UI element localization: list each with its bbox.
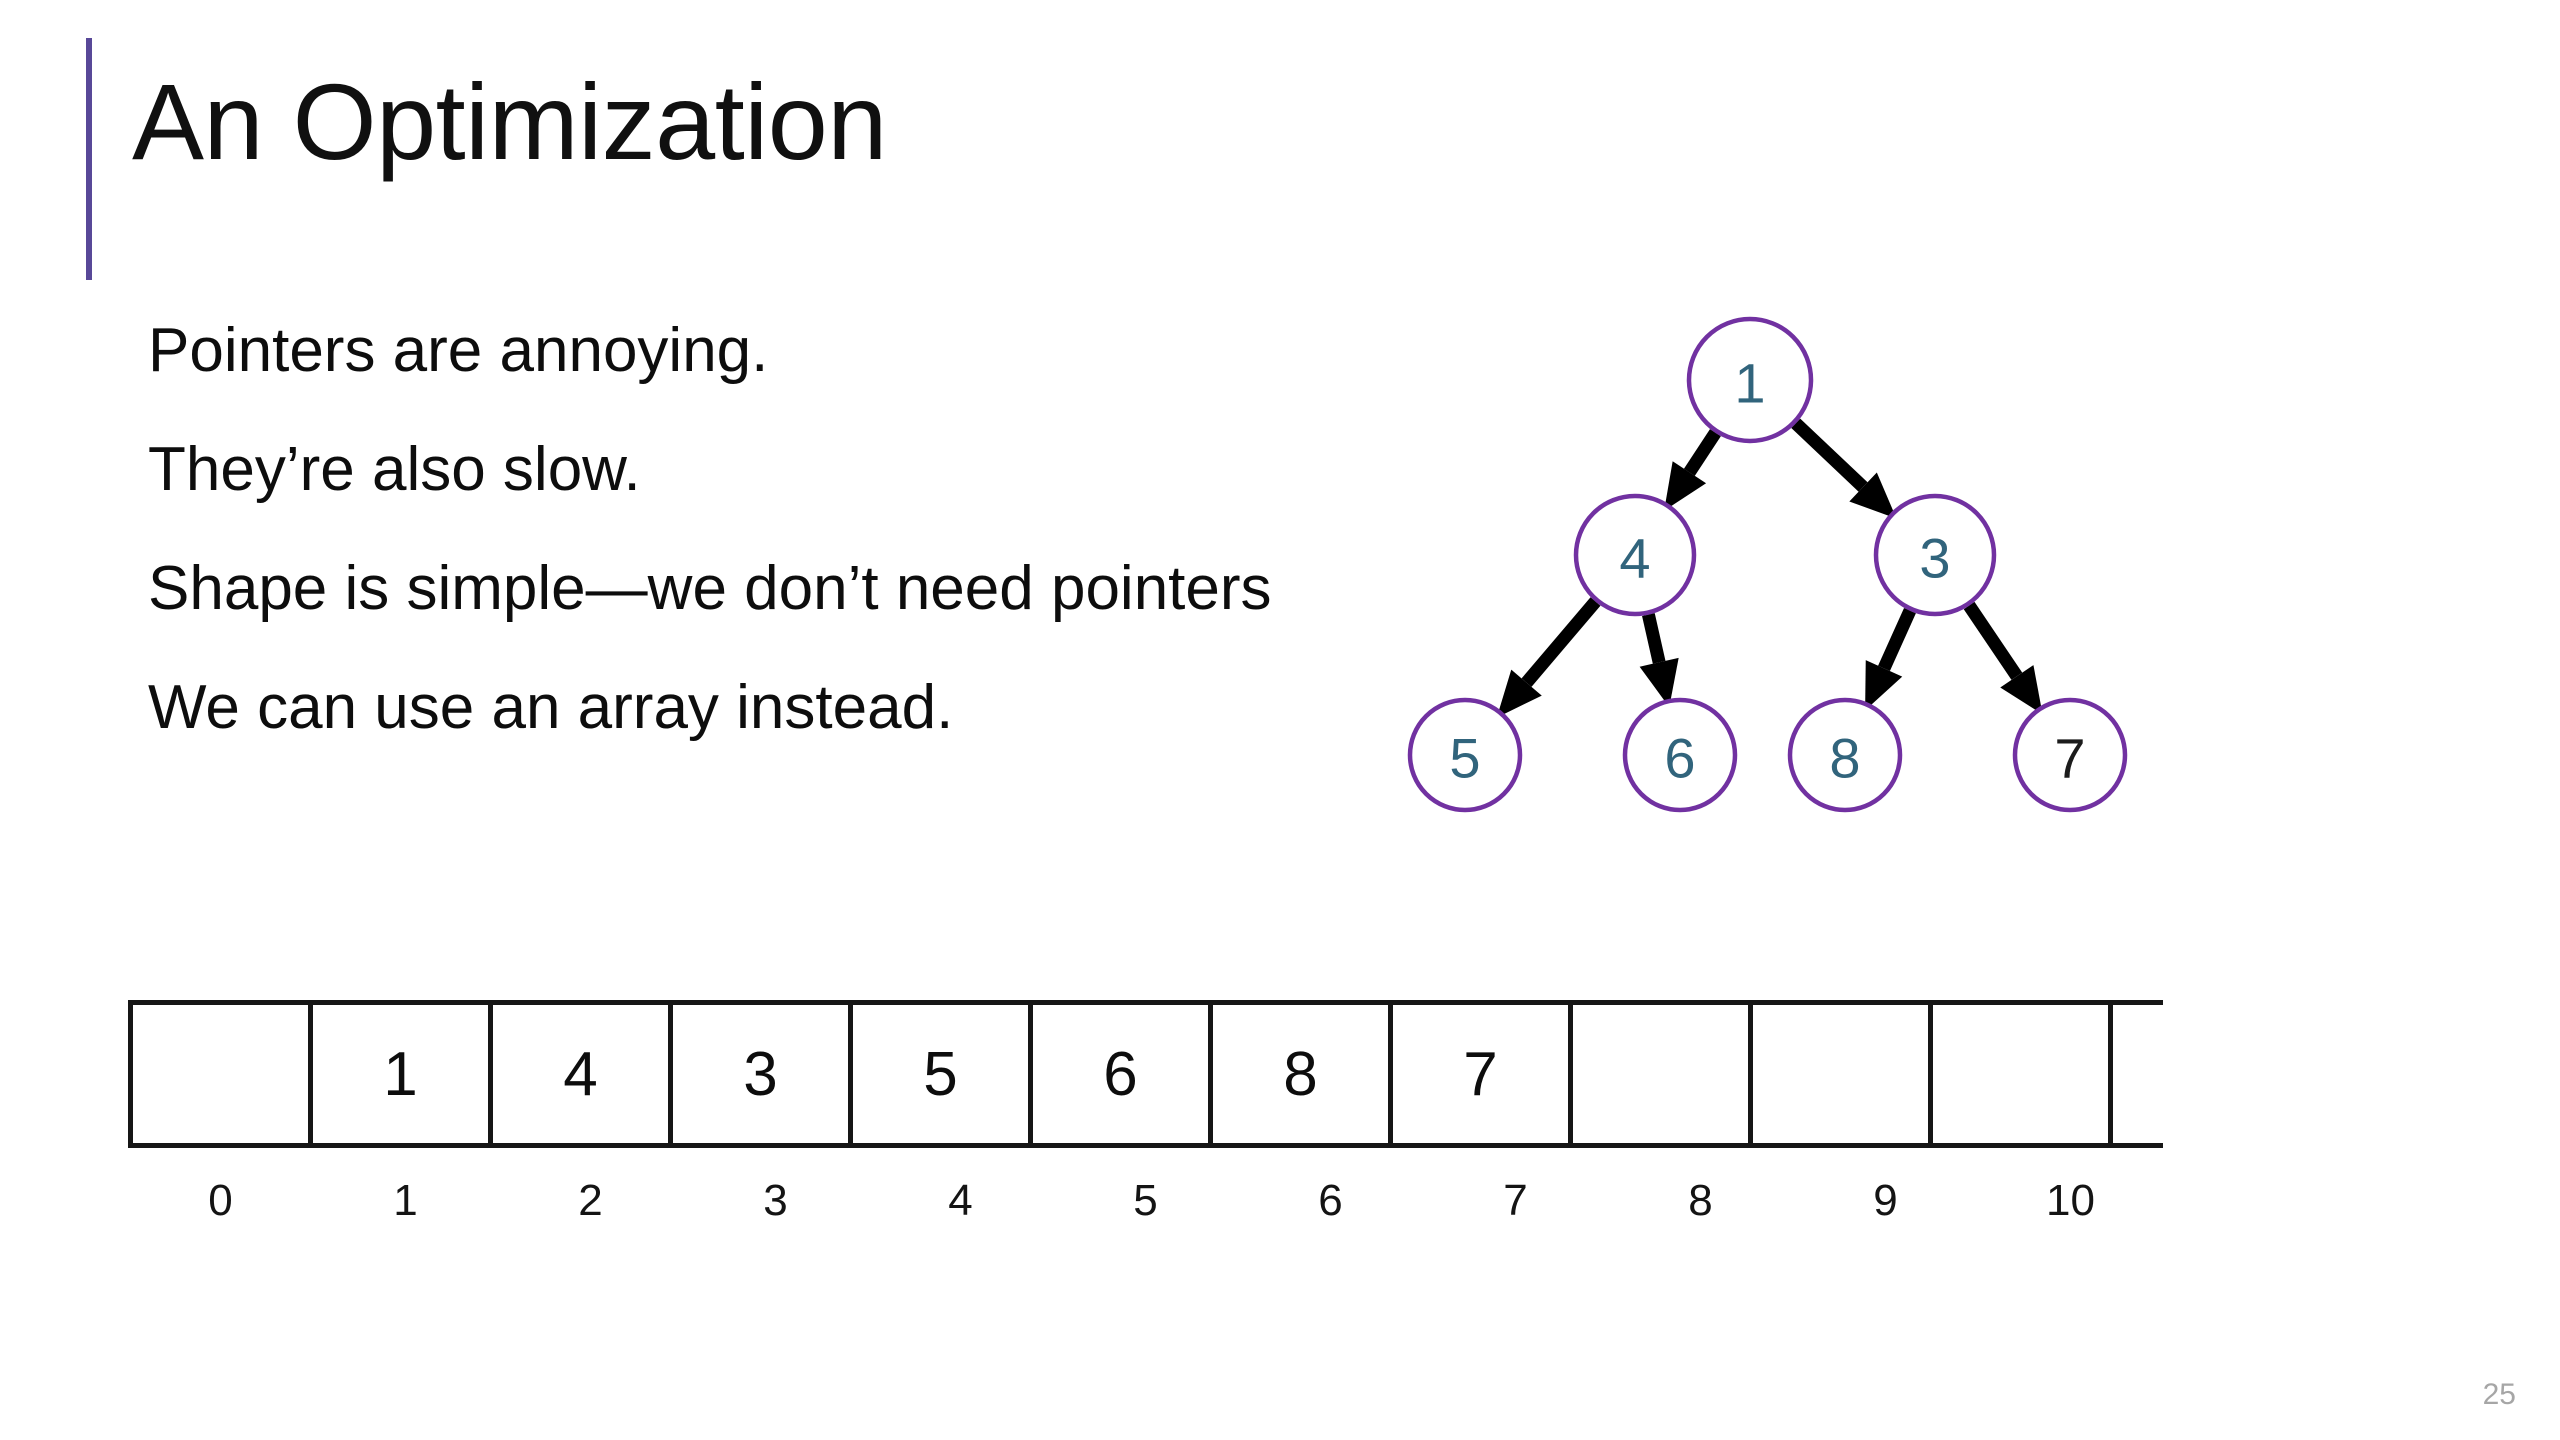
tree-node-circle[interactable] bbox=[1407, 697, 1523, 813]
tree-node-label: 5 bbox=[1449, 727, 1480, 790]
tree-node-circle[interactable] bbox=[1873, 493, 1997, 617]
page-title: An Optimization bbox=[132, 61, 887, 182]
tree-node-circle[interactable] bbox=[2012, 697, 2128, 813]
array-index-label: 8 bbox=[1688, 1176, 1713, 1225]
body-line-2: They’re also slow. bbox=[148, 435, 641, 504]
tree-edge bbox=[1791, 418, 1868, 492]
array-cell[interactable] bbox=[1753, 1005, 1933, 1143]
array-cell[interactable]: 5 bbox=[853, 1005, 1033, 1143]
tree-edge bbox=[1642, 613, 1666, 664]
tree-arrow-head-icon bbox=[1496, 669, 1542, 718]
array-cell[interactable] bbox=[1573, 1005, 1753, 1143]
tree-arrow-head-icon bbox=[2000, 665, 2043, 715]
tree-node-group: 1 4 3 5 6 8 7 bbox=[1407, 316, 2128, 813]
array-index-label: 9 bbox=[1873, 1176, 1898, 1225]
title-accent-bar bbox=[86, 38, 92, 280]
array-cell[interactable] bbox=[133, 1005, 313, 1143]
tree-arrow-head-icon bbox=[1664, 461, 1707, 511]
array-cell[interactable]: 6 bbox=[1033, 1005, 1213, 1143]
tree-edge bbox=[1521, 597, 1601, 687]
binary-tree-diagram: 1 4 3 5 6 8 7 bbox=[1340, 290, 2220, 830]
page-number: 25 bbox=[2482, 1378, 2516, 1411]
tree-node-label: 6 bbox=[1664, 727, 1695, 790]
array-cell[interactable]: 8 bbox=[1213, 1005, 1393, 1143]
tree-node-label: 1 bbox=[1734, 352, 1765, 415]
array-cell[interactable]: 7 bbox=[1393, 1005, 1573, 1143]
array-cell[interactable] bbox=[1933, 1005, 2113, 1143]
array-index-label: 10 bbox=[2046, 1176, 2095, 1225]
tree-edge bbox=[1683, 429, 1721, 476]
array-cell[interactable]: 3 bbox=[673, 1005, 853, 1143]
tree-arrow-head-icon bbox=[1639, 657, 1679, 708]
tree-node-label: 3 bbox=[1919, 527, 1950, 590]
array-index-label: 5 bbox=[1133, 1176, 1158, 1225]
tree-edge-group bbox=[1496, 418, 2043, 718]
tree-node-label: 4 bbox=[1619, 527, 1650, 590]
tree-arrow-head-icon bbox=[1849, 472, 1897, 519]
array-index-label: 3 bbox=[763, 1176, 788, 1225]
body-line-3: Shape is simple—we don’t need pointers bbox=[148, 554, 1272, 623]
tree-edge bbox=[1878, 607, 1916, 672]
array-cell[interactable]: 4 bbox=[493, 1005, 673, 1143]
array-index-label: 4 bbox=[948, 1176, 973, 1225]
tree-node-circle[interactable] bbox=[1573, 493, 1697, 617]
array-index-label: 0 bbox=[208, 1176, 233, 1225]
body-line-4: We can use an array instead. bbox=[148, 673, 954, 742]
array-index-label: 7 bbox=[1503, 1176, 1528, 1225]
array-cell[interactable]: 1 bbox=[313, 1005, 493, 1143]
body-text-block: Pointers are annoying. They’re also slow… bbox=[148, 320, 1528, 796]
array-index-label: 2 bbox=[578, 1176, 603, 1225]
tree-node-label: 8 bbox=[1829, 727, 1860, 790]
tree-edge bbox=[1963, 601, 2023, 680]
tree-node-label: 7 bbox=[2054, 727, 2085, 790]
array-index-label: 6 bbox=[1318, 1176, 1343, 1225]
tree-node-circle[interactable] bbox=[1787, 697, 1903, 813]
tree-arrow-head-icon bbox=[1865, 660, 1903, 711]
tree-node-circle[interactable] bbox=[1686, 316, 1814, 444]
array-index-row: 0 1 2 3 4 5 6 7 8 9 10 bbox=[128, 1176, 2163, 1226]
tree-node-circle[interactable] bbox=[1622, 697, 1738, 813]
body-line-1: Pointers are annoying. bbox=[148, 316, 769, 385]
array-index-label: 1 bbox=[393, 1176, 418, 1225]
